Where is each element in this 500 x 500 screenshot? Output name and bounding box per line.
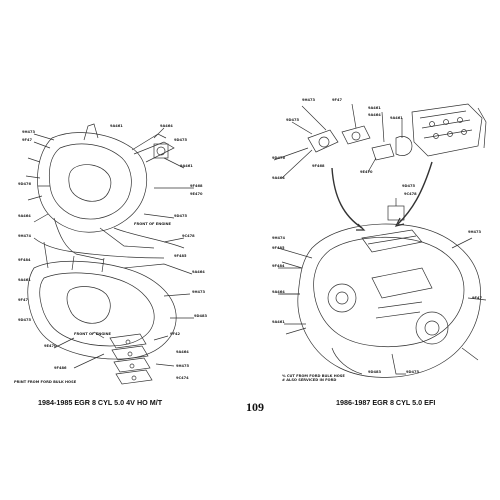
left-diagram-caption: 1984-1985 EGR 8 CYL 5.0 4V HO M/T <box>38 398 163 407</box>
callout-label: 9F484 <box>18 258 31 262</box>
callout-label: 9D475 <box>174 214 187 218</box>
right-diagram-artwork <box>273 103 487 378</box>
callout-label: 9E470 <box>190 192 203 196</box>
callout-label: 9A464 <box>368 113 381 117</box>
callout-label: 9D475 <box>402 184 415 188</box>
callout-label: 9F42 <box>170 332 180 336</box>
callout-label: 9E470 <box>360 170 373 174</box>
callout-label: 9A464 <box>192 270 205 274</box>
callout-label: 9A461 <box>272 320 285 324</box>
callout-label: 9H474 <box>272 236 286 240</box>
callout-label: 9D476 <box>272 156 285 160</box>
callout-label: 9H473 <box>302 98 316 102</box>
egr-diagram-1984-1985: 9H473 9F47 9A461 9A464 9D475 9A461 9D476… <box>14 118 224 388</box>
callout-label: 9A464 <box>160 124 173 128</box>
callout-label: 9A461 <box>368 106 381 110</box>
callout-label: 9D475 <box>406 370 419 374</box>
callout-label: 9C474 <box>176 376 189 380</box>
egr-diagram-1986-1987: 9H473 9F47 9A461 9A464 9D475 9A461 9D476… <box>272 98 494 390</box>
callout-label: 9E470 <box>44 344 57 348</box>
callout-label: 9A464 <box>272 176 285 180</box>
callout-label: 9A464 <box>272 290 285 294</box>
callout-label: 9F485 <box>174 254 187 258</box>
callout-label: 9A461 <box>390 116 403 120</box>
callout-label: 9F468 <box>190 184 203 188</box>
callout-label: 9D476 <box>18 182 31 186</box>
front-of-engine-note: FRONT OF ENGINE <box>74 332 111 336</box>
callout-label: 9D475 <box>286 118 299 122</box>
callout-label: 9F47 <box>332 98 342 102</box>
callout-label: 9A464 <box>176 350 189 354</box>
callout-label: 9F468 <box>312 164 325 168</box>
bulk-hose-note: % CUT FROM FORD BULK HOSE # ALSO SERVICE… <box>282 374 345 383</box>
callout-label: 9A461 <box>110 124 123 128</box>
callout-label: 9F47 <box>22 138 32 142</box>
callout-label: 9H475 <box>176 364 190 368</box>
callout-label: 9H473 <box>22 130 36 134</box>
callout-label: 9F485 <box>272 246 285 250</box>
callout-label: 9F47 <box>18 298 28 302</box>
callout-label: 9D483 <box>368 370 381 374</box>
callout-label: 9F484 <box>272 264 285 268</box>
left-diagram-artwork <box>25 123 194 385</box>
callout-label: 9F486 <box>54 366 67 370</box>
right-diagram-caption: 1986-1987 EGR 8 CYL 5.0 EFI <box>336 398 436 407</box>
callout-label: 9A461 <box>18 278 31 282</box>
callout-label: 9D475 <box>18 318 31 322</box>
callout-label: 9A464 <box>18 214 31 218</box>
callout-label: 9C478 <box>404 192 417 196</box>
callout-label: 9H473 <box>192 290 206 294</box>
callout-label: 9C478 <box>182 234 195 238</box>
callout-label: 9F47 <box>472 296 482 300</box>
callout-label: 9D483 <box>194 314 207 318</box>
callout-label: 9A461 <box>180 164 193 168</box>
callout-label: 9H473 <box>468 230 482 234</box>
page-number: 109 <box>246 400 264 414</box>
callout-label: 9D475 <box>174 138 187 142</box>
front-of-engine-note: FRONT OF ENGINE <box>134 222 171 226</box>
bulk-hose-note: PRINT FROM FORD BULK HOSE <box>14 380 77 384</box>
callout-label: 9H474 <box>18 234 32 238</box>
